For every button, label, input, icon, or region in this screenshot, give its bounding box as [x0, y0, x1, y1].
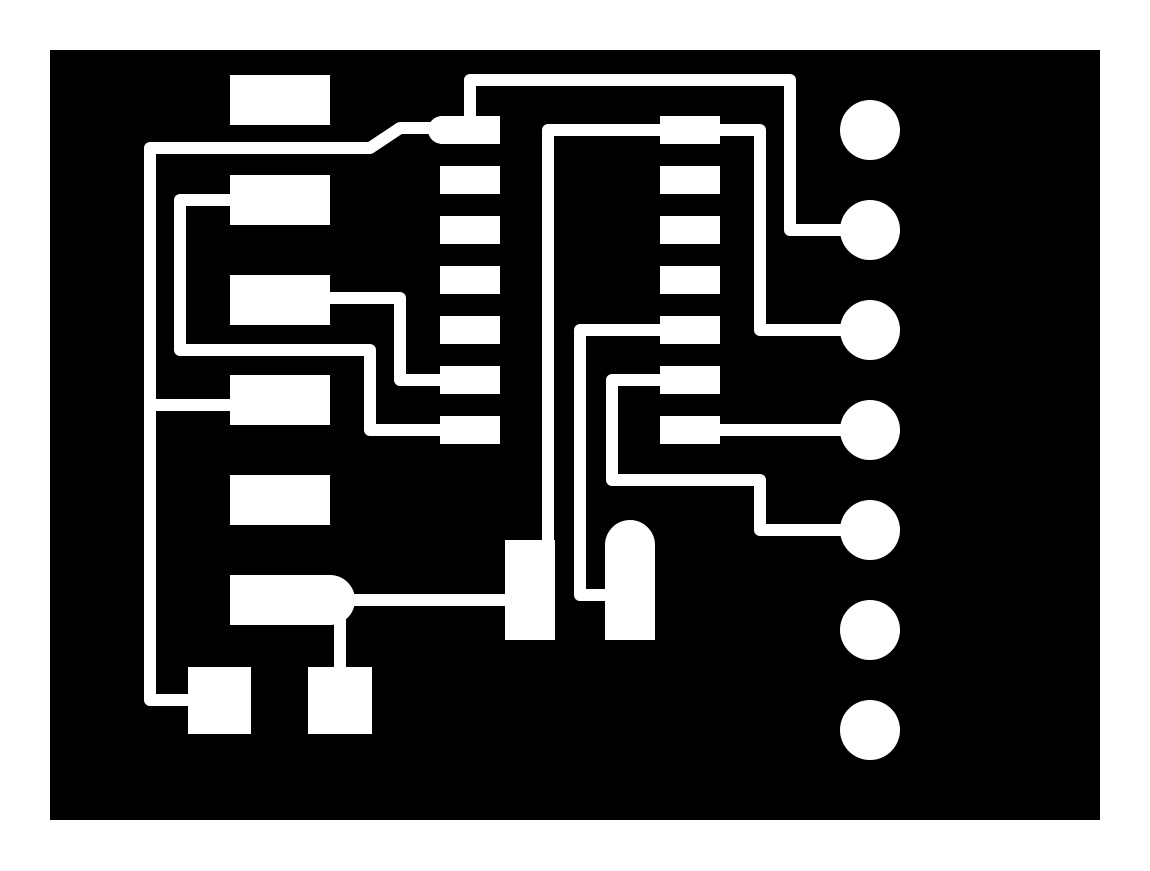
header-pin: [840, 500, 900, 560]
trace-ic14-midpad: [542, 124, 666, 606]
ic-pin-right: [660, 166, 720, 194]
header-pin: [840, 700, 900, 760]
ic-pin-right: [660, 316, 720, 344]
ic-pin-right: [660, 266, 720, 294]
header-pin: [840, 400, 900, 460]
header-pin: [840, 300, 900, 360]
trace-ic1-header2: [464, 74, 846, 236]
middle-pad-rounded: [605, 520, 655, 640]
header-pin: [840, 100, 900, 160]
middle-pad: [505, 540, 555, 640]
bottom-pad: [188, 667, 251, 734]
smd-pad-rounded-end: [320, 575, 355, 625]
header-pin: [840, 600, 900, 660]
trace-ic9-header5: [606, 374, 846, 536]
bottom-pad: [308, 667, 372, 734]
ic-pin-left: [440, 416, 500, 444]
trace-pad3-ic6: [324, 292, 446, 386]
ic-pin-rounded-end: [428, 116, 445, 144]
ic-pin-right: [660, 416, 720, 444]
pads: [188, 75, 900, 760]
smd-pad: [230, 75, 330, 125]
smd-pad: [230, 375, 330, 425]
smd-pad: [230, 575, 330, 625]
ic-pin-left: [440, 216, 500, 244]
ic-pin-left: [440, 316, 500, 344]
header-pin: [840, 200, 900, 260]
trace-pad2-ic7: [174, 194, 446, 436]
ic-pin-right: [660, 116, 720, 144]
ic-pin-left: [440, 166, 500, 194]
trace-ic14-header3: [714, 124, 846, 336]
ic-pin-right: [660, 216, 720, 244]
ic-pin-left: [440, 366, 500, 394]
ic-pin-left: [440, 266, 500, 294]
traces: [144, 74, 846, 706]
ic-pin-left: [440, 116, 500, 144]
smd-pad: [230, 475, 330, 525]
ic-pin-right: [660, 366, 720, 394]
smd-pad: [230, 275, 330, 325]
trace-ic10-midpad2: [574, 324, 666, 601]
trace-ground-loop: [144, 122, 446, 706]
smd-pad: [230, 175, 330, 225]
